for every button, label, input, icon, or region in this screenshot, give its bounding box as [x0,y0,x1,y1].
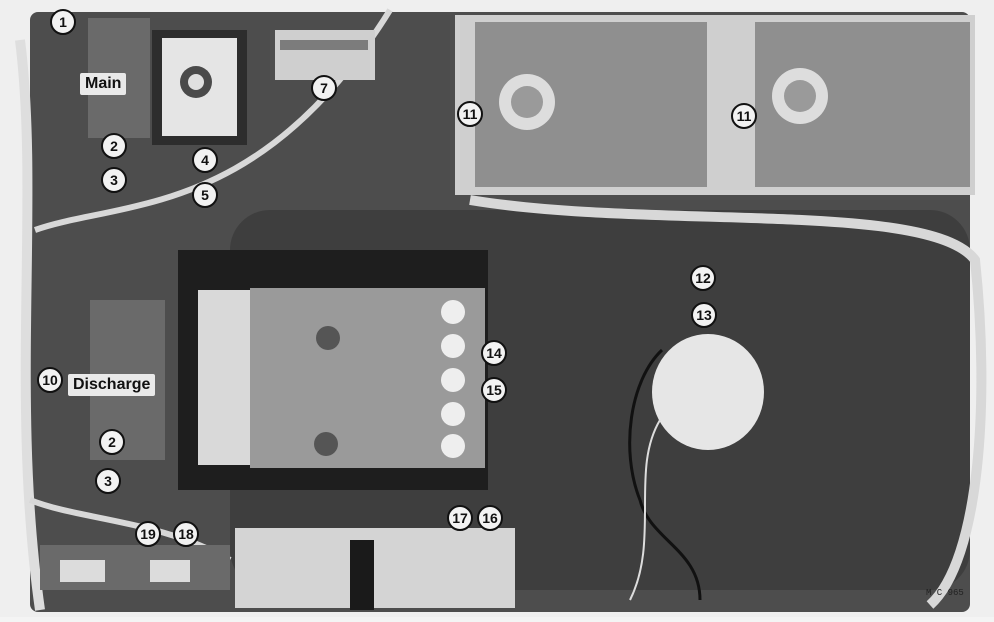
callout-13: 13 [691,302,717,328]
callout-11-right: 11 [731,103,757,129]
callout-15: 15 [481,377,507,403]
discharge-contactor-label: Discharge [68,374,156,396]
callout-2: 2 [101,133,127,159]
callout-4: 4 [192,147,218,173]
callout-17: 17 [447,505,473,531]
callout-5: 5 [192,182,218,208]
figure-code: M C 965 [926,588,964,598]
callout-7: 7 [311,75,337,101]
callout-3: 3 [101,167,127,193]
callout-18: 18 [173,521,199,547]
callout-1: 1 [50,9,76,35]
callout-12: 12 [690,265,716,291]
callout-19: 19 [135,521,161,547]
callout-11-left: 11 [457,101,483,127]
callout-10: 10 [37,367,63,393]
callout-2-lower: 2 [99,429,125,455]
callout-16: 16 [477,505,503,531]
main-contactor-label: Main [80,73,127,95]
callout-3-lower: 3 [95,468,121,494]
callout-14: 14 [481,340,507,366]
